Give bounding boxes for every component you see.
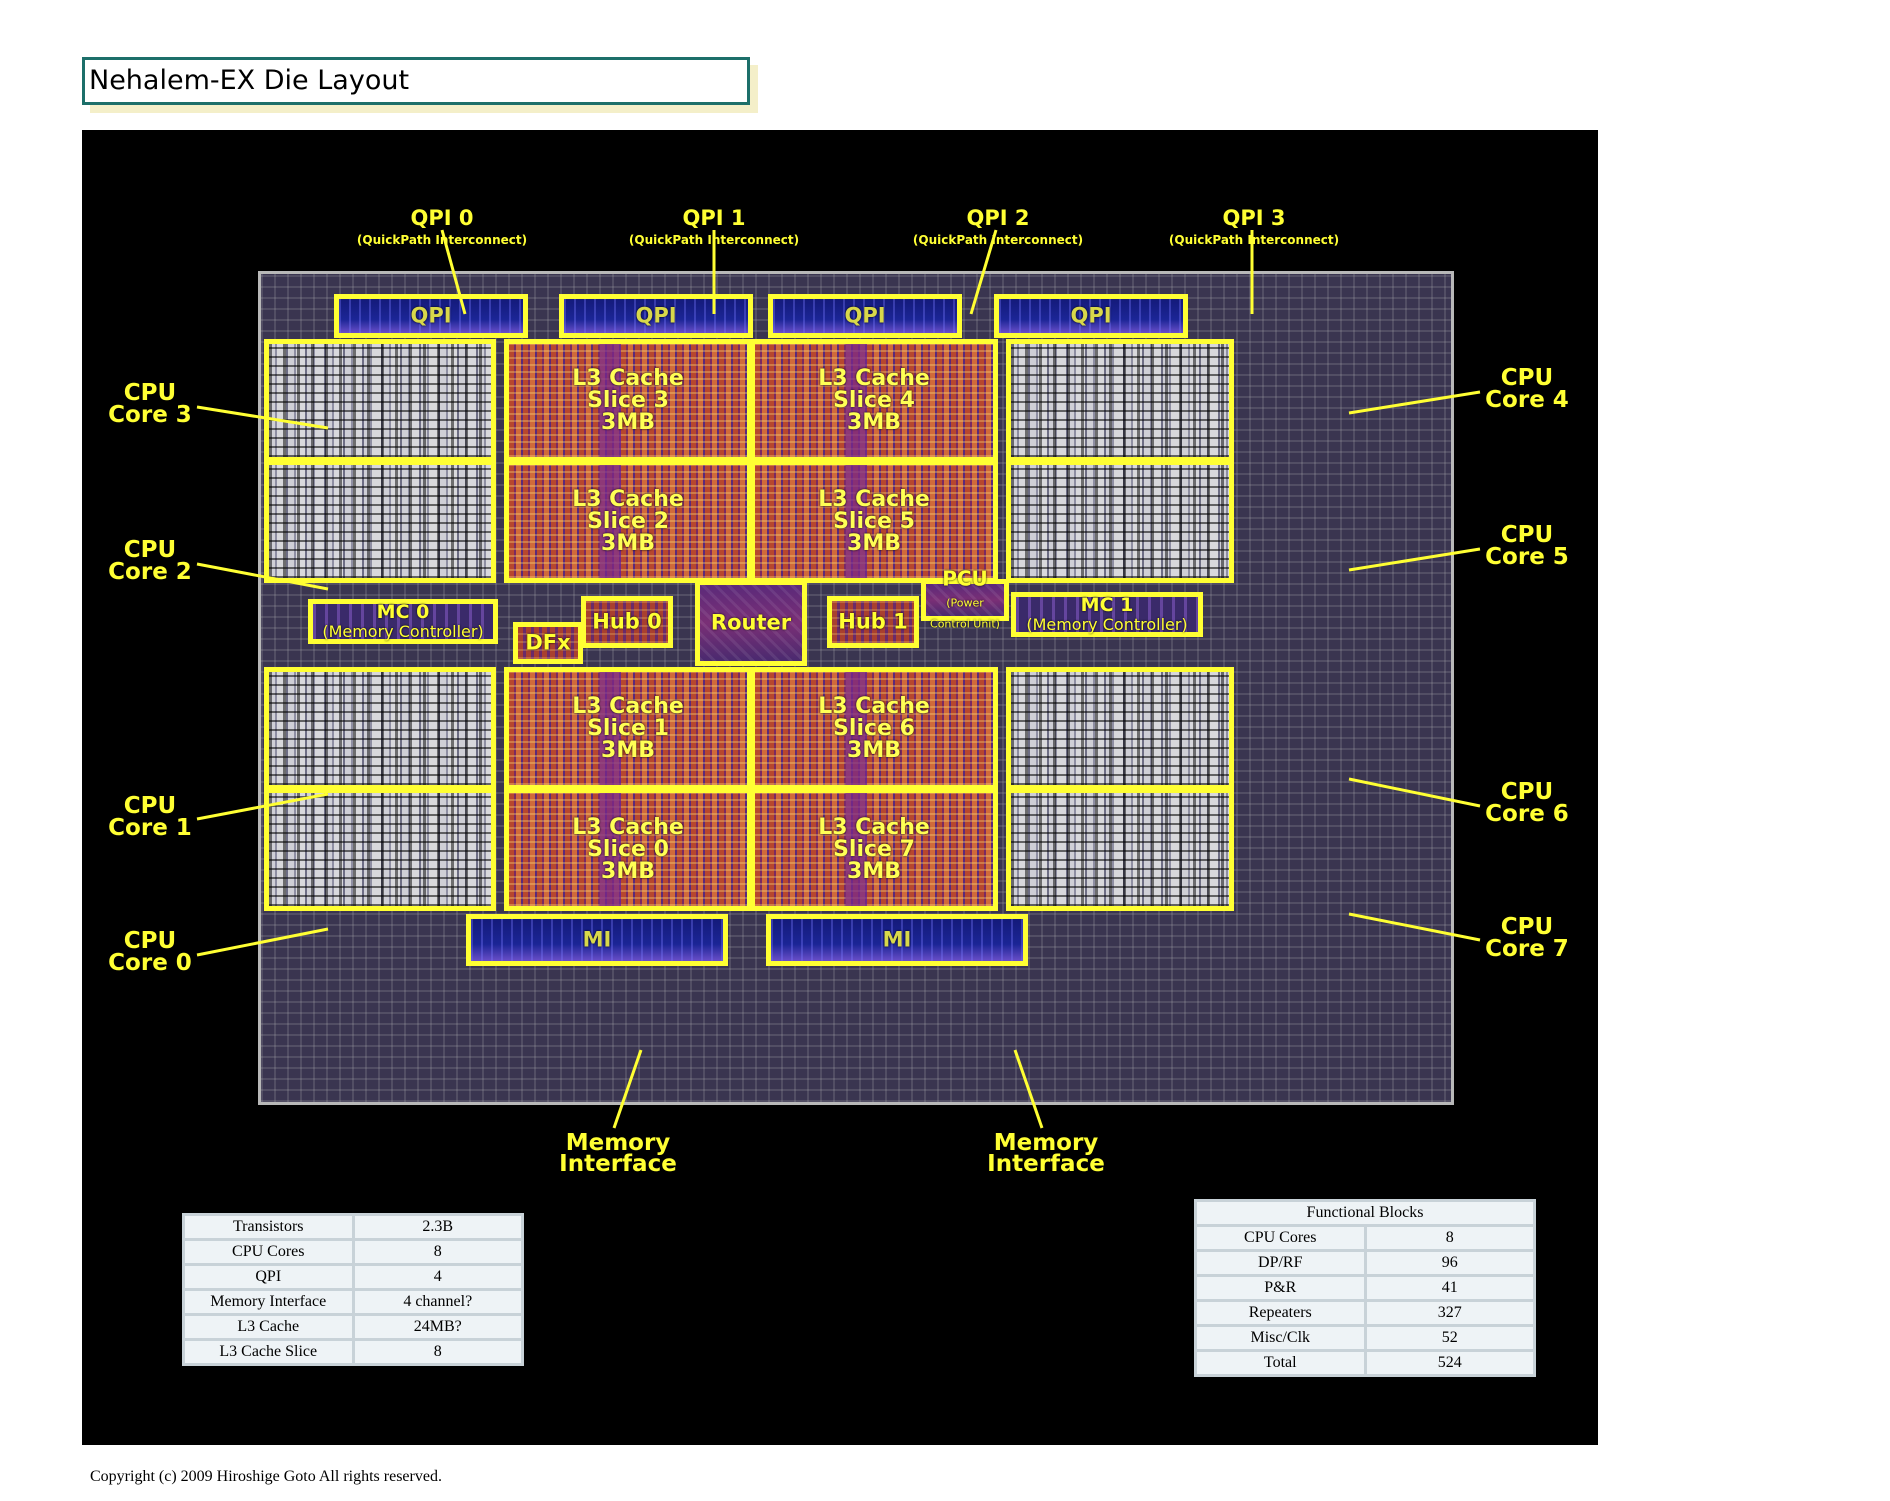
hub-1-block: Hub 1: [827, 596, 919, 648]
die-floorplan: QPI QPI QPI QPI L3 Cache Slice 3 3MB L3 …: [258, 271, 1454, 1105]
table-cell-value: 52: [1363, 1324, 1536, 1352]
table-cell-label: L3 Cache: [182, 1313, 355, 1341]
mc-1-sublabel: (Memory Controller): [1026, 614, 1188, 634]
table-cell-label: QPI: [182, 1263, 355, 1291]
table-cell-label: Misc/Clk: [1194, 1324, 1367, 1352]
cpu-core-3-callout: CPU Core 3: [108, 380, 192, 428]
cpu-core-2-block: [264, 460, 496, 583]
die-diagram: QPI QPI QPI QPI L3 Cache Slice 3 3MB L3 …: [82, 130, 1598, 1445]
table-cell-value: 327: [1363, 1299, 1536, 1327]
mc-1-block: MC 1(Memory Controller): [1011, 592, 1203, 637]
table-cell-value: 24MB?: [351, 1313, 524, 1341]
table-cell-label: P&R: [1194, 1274, 1367, 1302]
pcu-label: PCU: [942, 566, 988, 591]
cpu-core-4-block: [1006, 339, 1234, 462]
table-cell-value: 2.3B: [351, 1213, 524, 1241]
l3-slice-1-block: L3 Cache Slice 1 3MB: [504, 667, 752, 790]
page-title: Nehalem-EX Die Layout: [82, 57, 750, 105]
memory-interface-0-callout: Memory Interface: [559, 1130, 677, 1177]
l3-slice-2-block: L3 Cache Slice 2 3MB: [504, 460, 752, 583]
l3-slice-3-block: L3 Cache Slice 3 3MB: [504, 339, 752, 462]
l3-slice-6-block: L3 Cache Slice 6 3MB: [750, 667, 998, 790]
cpu-core-7-block: [1006, 788, 1234, 911]
cpu-core-6-block: [1006, 667, 1234, 790]
table-cell-label: L3 Cache Slice: [182, 1338, 355, 1366]
hub-0-block: Hub 0: [581, 596, 673, 648]
qpi-0-block: QPI: [334, 294, 528, 338]
l3-slice-5-block: L3 Cache Slice 5 3MB: [750, 460, 998, 583]
table-cell-label: CPU Cores: [1194, 1224, 1367, 1252]
table-cell-label: Memory Interface: [182, 1288, 355, 1316]
l3-slice-0-block: L3 Cache Slice 0 3MB: [504, 788, 752, 911]
qpi-2-block: QPI: [768, 294, 962, 338]
cpu-core-1-callout: CPU Core 1: [108, 793, 192, 841]
qpi-1-block: QPI: [559, 294, 753, 338]
cpu-core-0-callout: CPU Core 0: [108, 928, 192, 976]
dfx-block: DFx: [513, 622, 583, 664]
l3-slice-7-block: L3 Cache Slice 7 3MB: [750, 788, 998, 911]
table-cell-value: 524: [1363, 1349, 1536, 1377]
qpi-3-callout: QPI 3(QuickPath Interconnect): [1168, 206, 1340, 247]
table-cell-label: Transistors: [182, 1213, 355, 1241]
cpu-core-4-callout: CPU Core 4: [1485, 365, 1569, 413]
pcu-block: PCU (Power Control Unit): [921, 569, 1009, 630]
table-cell-value: 41: [1363, 1274, 1536, 1302]
table-cell-value: 8: [351, 1238, 524, 1266]
qpi-3-block: QPI: [994, 294, 1188, 338]
table-cell-label: DP/RF: [1194, 1249, 1367, 1277]
table-cell-value: 4: [351, 1263, 524, 1291]
table-cell-label: CPU Cores: [182, 1238, 355, 1266]
mc-0-block: MC 0(Memory Controller): [308, 599, 498, 644]
table-cell-label: Total: [1194, 1349, 1367, 1377]
qpi-2-callout: QPI 2(QuickPath Interconnect): [912, 206, 1084, 247]
table-cell-label: Repeaters: [1194, 1299, 1367, 1327]
mc-0-label: MC 0: [376, 600, 430, 623]
table-cell-value: 4 channel?: [351, 1288, 524, 1316]
cpu-core-3-block: [264, 339, 496, 462]
cpu-core-2-callout: CPU Core 2: [108, 537, 192, 585]
cpu-core-1-block: [264, 667, 496, 790]
router-block: Router: [695, 580, 807, 666]
mi-1-block: MI: [766, 914, 1028, 966]
mc-1-label: MC 1: [1080, 593, 1134, 616]
cpu-core-6-callout: CPU Core 6: [1485, 779, 1569, 827]
table-cell-value: 8: [1363, 1224, 1536, 1252]
memory-interface-1-callout: Memory Interface: [987, 1130, 1105, 1177]
qpi-0-callout: QPI 0(QuickPath Interconnect): [356, 206, 528, 247]
mi-0-block: MI: [466, 914, 728, 966]
cpu-core-0-block: [264, 788, 496, 911]
functional-blocks-header: Functional Blocks: [1194, 1199, 1536, 1227]
cpu-core-7-callout: CPU Core 7: [1485, 914, 1569, 962]
qpi-1-callout: QPI 1(QuickPath Interconnect): [628, 206, 800, 247]
copyright-notice: Copyright (c) 2009 Hiroshige Goto All ri…: [90, 1468, 442, 1485]
cpu-core-5-callout: CPU Core 5: [1485, 522, 1569, 570]
l3-slice-4-block: L3 Cache Slice 4 3MB: [750, 339, 998, 462]
table-cell-value: 96: [1363, 1249, 1536, 1277]
cpu-core-5-block: [1006, 460, 1234, 583]
pcu-sublabel: (Power Control Unit): [930, 596, 1000, 631]
table-cell-value: 8: [351, 1338, 524, 1366]
mc-0-sublabel: (Memory Controller): [322, 621, 484, 641]
